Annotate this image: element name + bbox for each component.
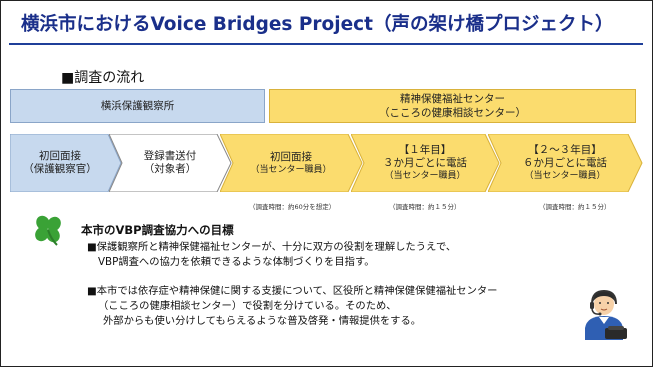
section-label: ■調査の流れ: [61, 70, 145, 86]
flow-step-2-role: （対象者）: [143, 163, 197, 175]
flow-step-2-shape: [109, 134, 232, 192]
flow-step-5-title: ６か月ごとに電話: [523, 157, 607, 169]
flow-step-2: 登録書送付 （対象者）: [109, 134, 232, 192]
goal-paragraph-2-line-3: 外部からも使い分けしてもらえるような普及啓発・情報提供をする。: [103, 315, 422, 327]
goal-paragraph-2: ■本市では依存症や精神保健に関する支援について、区役所と精神保健保健福祉センター…: [87, 284, 497, 329]
mental-health-center-sublabel: （こころの健康相談センター）: [379, 107, 526, 119]
mental-health-center-label: 精神保健福祉センター: [400, 93, 505, 105]
flow-step-3: 初回面接 （当センター職員）: [220, 134, 363, 192]
goal-paragraph-1-line-1: ■保護観察所と精神保健福祉センターが、十分に双方の役割を理解したうえで、: [87, 241, 457, 253]
four-leaf-clover-icon: [35, 215, 61, 246]
goal-paragraph-1: ■保護観察所と精神保健福祉センターが、十分に双方の役割を理解したうえで、 VBP…: [87, 240, 456, 270]
flow-step-1-role: （保護観察官）: [23, 163, 97, 175]
flow-step-4-shape: [351, 134, 500, 192]
flow-step-4: 【１年目】 ３か月ごとに電話 （当センター職員）: [351, 134, 500, 192]
flow-step-4-period: 【１年目】: [398, 144, 452, 156]
goal-paragraph-2-line-1: ■本市では依存症や精神保健に関する支援について、区役所と精神保健保健福祉センター: [87, 285, 498, 297]
probation-office-label: 横浜保護観察所: [100, 100, 175, 112]
slide-title: 横浜市におけるVoice Bridges Project（声の架け橋プロジェクト…: [9, 3, 643, 45]
flow-step-5-period: 【２～３年目】: [528, 144, 602, 156]
flow-step-3-role: （当センター職員）: [250, 164, 332, 175]
flow-step-1: 初回面接 （保護観察官）: [10, 134, 122, 192]
flow-step-1-title: 初回面接: [39, 150, 81, 162]
flow-step-5: 【２～３年目】 ６か月ごとに電話 （当センター職員）: [488, 134, 643, 192]
probation-office-bar: 横浜保護観察所: [10, 89, 265, 123]
survey-time-year1: （調査時間：約１５分）: [389, 203, 461, 211]
mental-health-center-bar: 精神保健福祉センター （こころの健康相談センター）: [269, 89, 636, 123]
phone-operator-icon: [585, 289, 627, 340]
flow-step-4-role: （当センター職員）: [384, 171, 466, 181]
flow-step-3-title: 初回面接: [270, 150, 312, 163]
flow-step-2-title: 登録書送付: [143, 150, 197, 162]
goal-paragraph-2-line-2: （こころの健康相談センター）で役割を分けている。そのため、: [98, 300, 397, 312]
flow-step-5-shape: [488, 134, 643, 192]
goal-paragraph-1-line-2: VBP調査への協力を依頼できるような体制づくりを目指す。: [98, 256, 375, 268]
flow-step-4-title: ３か月ごとに電話: [383, 157, 467, 169]
survey-time-year2-3: （調査時間：約１５分）: [539, 203, 611, 211]
flow-step-1-shape: [10, 134, 122, 192]
flow-step-3-shape: [220, 134, 363, 192]
flow-step-5-role: （当センター職員）: [524, 171, 606, 181]
goal-title: 本市のVBP調査協力への目標: [81, 223, 234, 237]
survey-time-initial: （調査時間：約60分を想定）: [249, 203, 336, 211]
